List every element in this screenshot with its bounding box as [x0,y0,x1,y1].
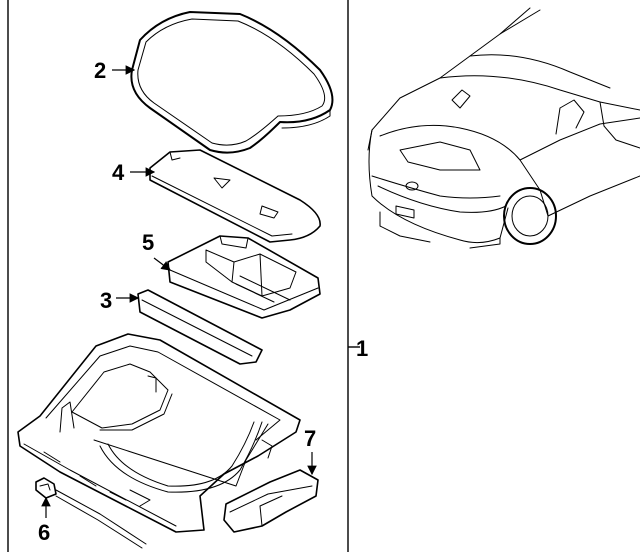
part-6-strap [35,477,147,549]
assembly-frame [7,0,360,552]
part-7-bracket [223,469,319,533]
part-1-floor-pan [17,333,301,533]
vehicle-reference-drawing [367,7,640,249]
callout-1: 1 [356,336,368,361]
callout-2: 2 [94,58,106,83]
part-5-storage-bin [167,235,321,319]
callout-5: 5 [142,230,154,255]
part-3-trim-panel [137,289,263,365]
callout-4: 4 [112,160,125,185]
callout-3: 3 [100,288,112,313]
part-2-seal [130,11,334,154]
callout-labels: 1 2 3 4 5 6 7 [38,58,368,545]
callout-6: 6 [38,520,50,545]
leader-lines [41,65,317,518]
callout-7: 7 [304,426,316,451]
part-4-cover [149,149,321,243]
